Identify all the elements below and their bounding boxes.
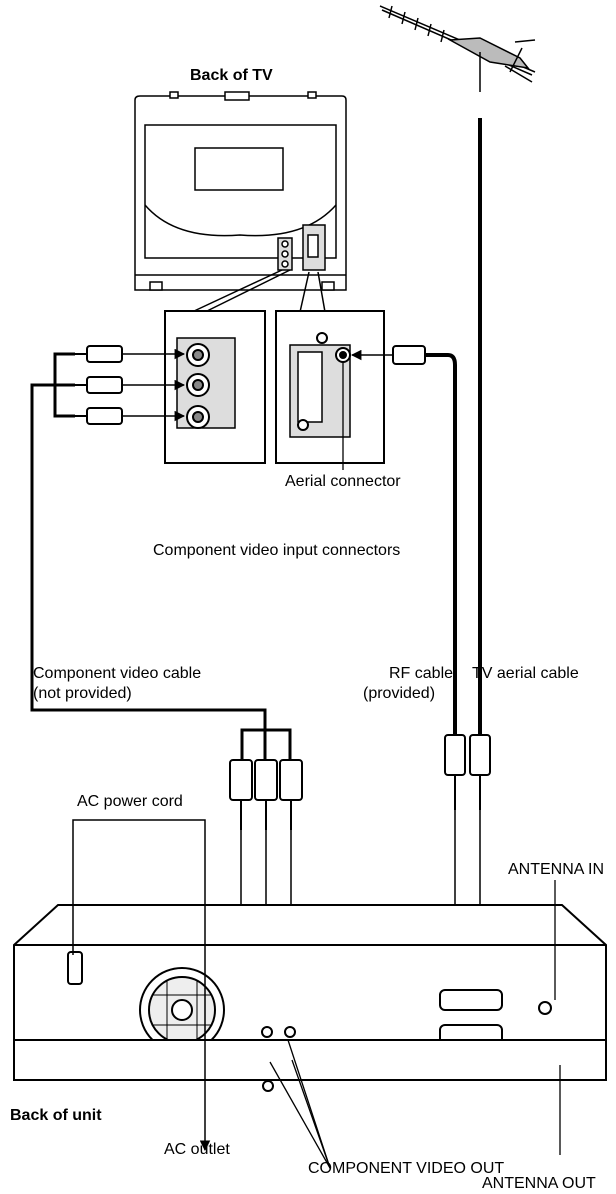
tv-aerial-cable-label: TV aerial cable [472,665,579,682]
component-inputs-label: Component video input connectors [153,542,401,559]
component-cable-label-1: Component video cable [33,665,202,682]
ac-outlet-label: AC outlet [164,1141,230,1158]
antenna-plugs [444,734,491,810]
component-input-panel [164,310,266,464]
aerial-panel [275,310,385,464]
component-cable-tv-end [30,345,267,730]
component-video-out-label: COMPONENT VIDEO OUT [308,1160,505,1177]
unit-back [13,904,607,1092]
rf-cable-label-1: RF cable [389,665,454,682]
antenna-in-label: ANTENNA IN [508,861,605,878]
aerial-connector-label: Aerial connector [285,473,401,490]
ac-power-cord-label: AC power cord [77,793,183,810]
antenna-out-label: ANTENNA OUT [482,1175,596,1192]
tv-back [134,91,347,291]
antenna-icon [379,5,536,92]
back-of-tv-label: Back of TV [190,67,273,84]
component-cable-label-2: (not provided) [33,685,132,702]
back-of-unit-label: Back of unit [10,1107,102,1124]
component-cable-unit-end [229,728,303,830]
rf-cable-label-2: (provided) [363,685,436,702]
